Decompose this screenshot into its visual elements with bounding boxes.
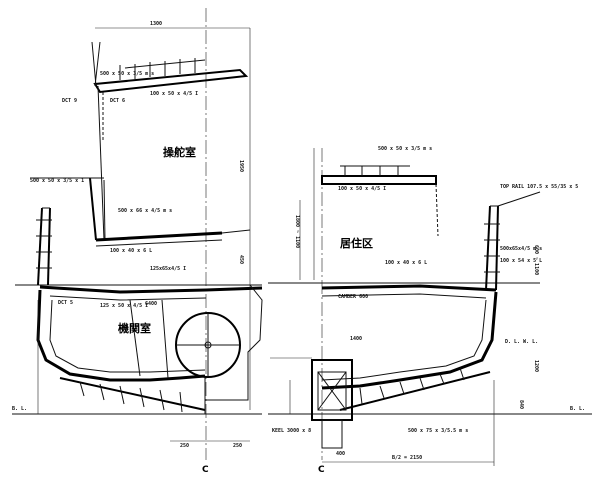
dim-450: 450 xyxy=(238,255,244,264)
bottom-floors-right xyxy=(359,367,465,405)
keel-box xyxy=(270,357,353,449)
spec-b: 100 x 50 x 4/5 I xyxy=(150,91,198,97)
spec-k: 100 x 54 x 5 L xyxy=(500,258,542,264)
dct9: DCT 9 xyxy=(62,98,77,104)
dim-400: 400 xyxy=(336,451,345,457)
dim-250-a: 250 xyxy=(180,443,189,449)
spec-l: 100 x 40 x 6 L xyxy=(385,260,427,266)
engine-room-label: 機関室 xyxy=(118,321,151,335)
dim-1800-1100: 1800 ~ 1100 xyxy=(294,215,300,248)
spec-q: 500 x 75 x 3/5.5 m s xyxy=(408,428,468,434)
roof-stiffeners xyxy=(119,58,206,80)
dim-1950: 1950 xyxy=(238,160,244,172)
bl-right: B. L. xyxy=(570,406,585,412)
steering-room-label: 操舵室 xyxy=(163,145,196,159)
centerline-left: C xyxy=(202,465,209,475)
dim-1300: 1300 xyxy=(150,21,162,27)
bottom-floors-left xyxy=(79,381,183,413)
spec-j: TOP RAIL 107.5 x 55/35 x 5 xyxy=(500,184,578,190)
dim-840: 840 xyxy=(518,400,524,409)
spec-r: KEEL 3000 x 8 xyxy=(272,428,311,434)
spec-a: 500 x 50 x 3/5 m s xyxy=(100,71,154,77)
right-section: B/2 = 2150 1400 1200 600 ~ 1100 1800 ~ 1… xyxy=(268,146,592,475)
dim-600-1100: 600 ~ 1100 xyxy=(533,245,539,275)
dim-6400: 6400 xyxy=(145,301,157,307)
living-quarters-label: 居住区 xyxy=(340,236,373,250)
spec-n: 500x65x4/5 m s xyxy=(500,246,542,252)
bl-left: B. L. xyxy=(12,406,27,412)
spec-o: CAMBER 600 xyxy=(338,294,368,300)
spec-p: D. L. W. L. xyxy=(505,339,538,345)
spec-f: 100 x 40 x 6 L xyxy=(110,248,152,254)
right-roof-stiffeners xyxy=(340,165,410,176)
dim-b2: B/2 = 2150 xyxy=(392,455,422,461)
engine xyxy=(170,284,263,401)
side-frames-left xyxy=(36,219,52,269)
dim-250-b: 250 xyxy=(233,443,242,449)
dim-1400: 1400 xyxy=(350,336,362,342)
left-section: 1300 xyxy=(12,8,263,475)
spec-d: 125 x 50 x 4/5 I xyxy=(100,303,148,309)
side-frames-right xyxy=(484,223,500,273)
spec-e: 500 x 66 x 4/5 m s xyxy=(118,208,172,214)
spec-g: 125x65x4/5 I xyxy=(150,266,186,272)
dct5: DCT 5 xyxy=(58,300,73,306)
spec-i: 100 x 50 x 4/5 I xyxy=(338,186,386,192)
spec-c: 500 x 50 x 3/5 x 1 xyxy=(30,178,84,184)
spec-h: 500 x 50 x 3/5 m s xyxy=(378,146,432,152)
dim-1200: 1200 xyxy=(533,360,539,372)
centerline-right: C xyxy=(318,465,325,475)
dct6: DCT 6 xyxy=(110,98,125,104)
